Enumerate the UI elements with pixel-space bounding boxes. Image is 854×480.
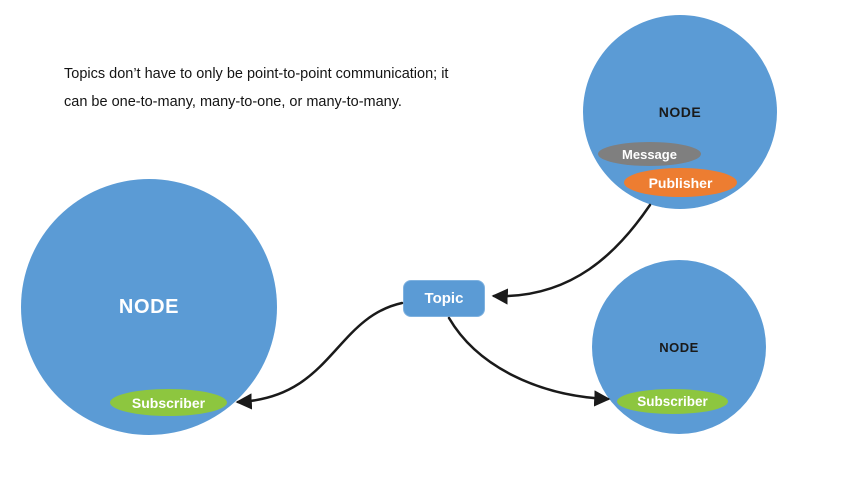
topic-label: Topic <box>424 290 464 307</box>
node-top-right-title: NODE <box>658 104 702 120</box>
subscriber-badge-bottom-right: Subscriber <box>617 389 728 414</box>
message-badge: Message <box>598 142 701 166</box>
publisher-badge: Publisher <box>624 168 737 197</box>
arrow-topic-to-bottom-right-subscriber <box>447 316 611 407</box>
topic-node: Topic <box>403 280 485 317</box>
caption-text: Topics don’t have to only be point-to-po… <box>64 60 504 116</box>
node-left-title: NODE <box>118 295 180 318</box>
node-bottom-right-title: NODE <box>659 339 699 355</box>
caption-line-1: Topics don’t have to only be point-to-po… <box>64 66 449 82</box>
caption-line-2: can be one-to-many, many-to-one, or many… <box>64 94 402 110</box>
subscriber-badge-left: Subscriber <box>110 389 227 416</box>
